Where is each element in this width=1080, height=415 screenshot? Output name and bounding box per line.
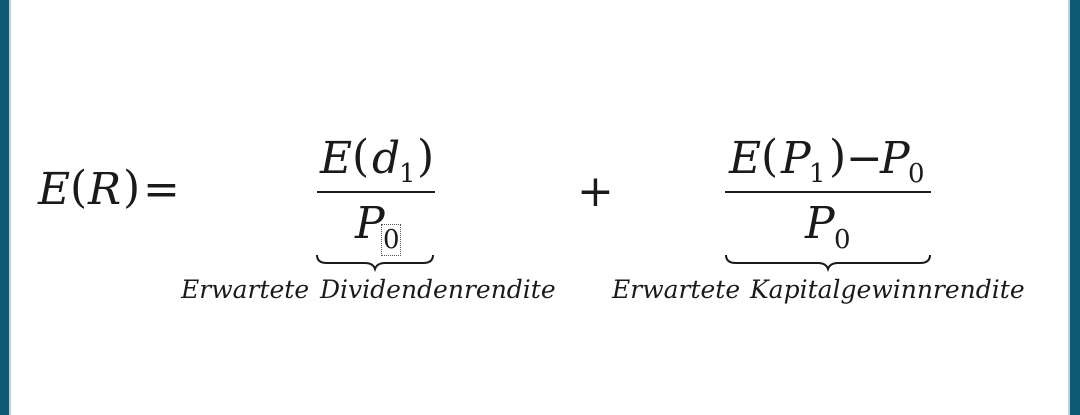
term2-p1-symbol: P xyxy=(781,133,811,184)
term1-p-subscript: 0 xyxy=(383,225,400,255)
term1-e-symbol: E xyxy=(320,133,353,184)
term1-underbrace xyxy=(316,254,434,273)
lhs-close-paren: ) xyxy=(123,162,141,213)
lhs-r-symbol: R xyxy=(88,164,122,215)
lhs-e-symbol: E xyxy=(38,164,71,215)
left-window-border xyxy=(0,0,9,415)
term1-fraction-bar xyxy=(317,191,435,193)
term2-p1-subscript: 1 xyxy=(809,159,826,189)
term2-fraction-bar xyxy=(725,191,931,193)
term1-d-symbol: d xyxy=(372,133,401,184)
term1-label-erwartete: Erwartete xyxy=(181,275,310,304)
term2-close-paren: ) xyxy=(829,131,847,182)
term2-p0-symbol: P xyxy=(880,133,910,184)
lhs-open-paren: ( xyxy=(70,162,88,213)
term1-open-paren: ( xyxy=(352,131,370,182)
term2-p0-subscript: 0 xyxy=(908,159,925,189)
term2-minus-operator: − xyxy=(846,133,883,184)
term1-close-paren: ) xyxy=(417,131,435,182)
term2-underbrace xyxy=(725,254,931,273)
term1-label-dividendenrendite: Dividendenrendite xyxy=(320,275,556,304)
right-border-highlight xyxy=(1068,0,1070,415)
term2-e-symbol: E xyxy=(729,133,762,184)
term1-d-subscript: 1 xyxy=(399,159,416,189)
placeholder-cursor-box[interactable] xyxy=(381,224,401,256)
term1-p-symbol: P xyxy=(355,198,385,249)
term2-label-kapitalgewinnrendite: Kapitalgewinnrendite xyxy=(750,275,1025,304)
term2-open-paren: ( xyxy=(761,131,779,182)
right-window-border xyxy=(1070,0,1080,415)
equals-sign: = xyxy=(143,164,180,215)
term2-denominator-subscript: 0 xyxy=(834,225,851,255)
left-border-highlight xyxy=(9,0,11,415)
term2-label-erwartete: Erwartete xyxy=(612,275,741,304)
term2-denominator-p-symbol: P xyxy=(805,198,835,249)
plus-operator: + xyxy=(577,166,614,217)
